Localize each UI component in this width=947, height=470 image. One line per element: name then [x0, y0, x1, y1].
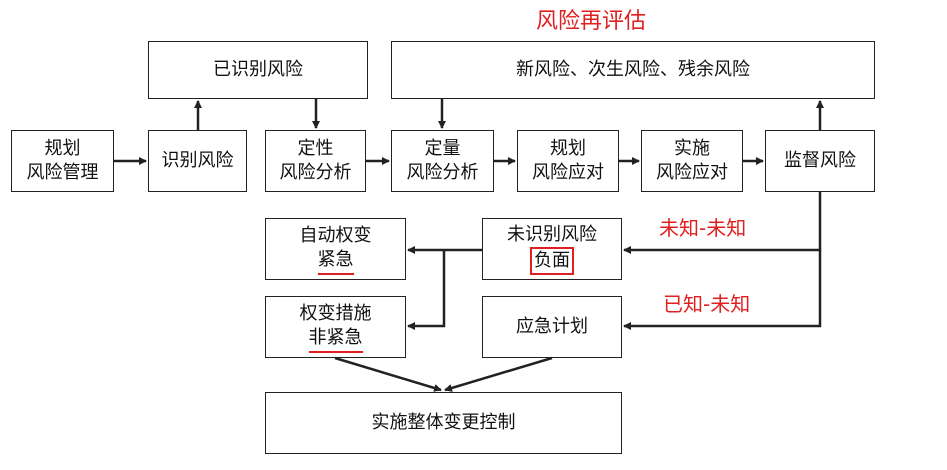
- non-urgent-tag: 非紧急: [308, 326, 363, 353]
- new-risks-label: 新风险、次生风险、残余风险: [516, 59, 750, 80]
- implement-response-line1: 实施: [674, 138, 710, 159]
- qualitative-analysis-box: 定性 风险分析: [265, 130, 366, 192]
- auto-workaround-box: 自动权变 紧急: [265, 218, 406, 280]
- workaround-line1: 权变措施: [299, 302, 372, 324]
- implement-response-box: 实施 风险应对: [641, 130, 743, 192]
- arrow-monitor-to-contingency: [623, 250, 822, 330]
- quantitative-line1: 定量: [424, 138, 461, 159]
- plan-response-line1: 规划: [550, 138, 586, 159]
- plan-line1: 规划: [44, 138, 81, 159]
- auto-workaround-line1: 自动权变: [299, 224, 372, 246]
- plan-response-line2: 风险应对: [532, 162, 604, 183]
- integrated-change-control-box: 实施整体变更控制: [265, 392, 622, 454]
- identified-risks-label: 已识别风险: [213, 59, 303, 80]
- reassess-title: 风险再评估: [536, 9, 647, 34]
- known-unknown-label: 已知-未知: [663, 292, 751, 316]
- arrow-unidentified-to-workaround: [407, 250, 446, 330]
- contingency-label: 应急计划: [516, 316, 588, 337]
- integrated-change-label: 实施整体变更控制: [371, 412, 516, 433]
- new-risks-box: 新风险、次生风险、残余风险: [391, 41, 875, 99]
- quantitative-line2: 风险分析: [406, 162, 479, 183]
- plan-risk-management-box: 规划 风险管理: [11, 130, 114, 192]
- contingency-plan-box: 应急计划: [482, 296, 622, 358]
- identified-risks-box: 已识别风险: [148, 41, 368, 99]
- unknown-unknown-label: 未知-未知: [659, 216, 747, 240]
- implement-response-line2: 风险应对: [656, 162, 728, 183]
- identify-label: 识别风险: [161, 150, 234, 171]
- plan-line2: 风险管理: [26, 162, 99, 183]
- negative-tag: 负面: [530, 247, 574, 275]
- monitor-risks-box: 监督风险: [765, 130, 875, 192]
- quantitative-analysis-box: 定量 风险分析: [391, 130, 494, 192]
- unidentified-line1: 未识别风险: [507, 224, 597, 245]
- qualitative-line2: 风险分析: [279, 162, 352, 183]
- identify-risks-box: 识别风险: [148, 130, 247, 192]
- monitor-label: 监督风险: [784, 150, 856, 171]
- workaround-box: 权变措施 非紧急: [265, 296, 406, 358]
- arrow-contingency-to-change: [444, 356, 553, 392]
- urgent-tag: 紧急: [317, 248, 354, 275]
- arrow-workaround-to-change: [334, 356, 442, 392]
- plan-response-box: 规划 风险应对: [517, 130, 619, 192]
- unidentified-risks-box: 未识别风险 负面: [482, 218, 622, 280]
- qualitative-line1: 定性: [297, 138, 334, 159]
- arrow-monitor-to-unidentified: [623, 192, 822, 254]
